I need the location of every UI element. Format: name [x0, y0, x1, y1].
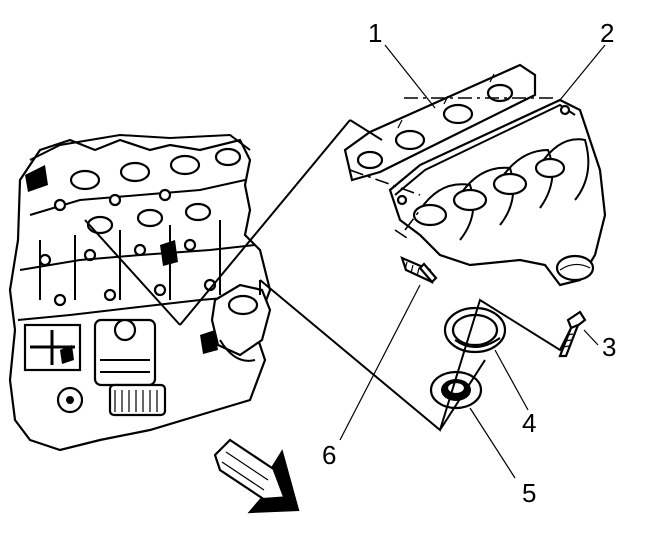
bolt-6 — [400, 256, 438, 284]
manifold-gasket — [343, 63, 537, 182]
head-ports — [69, 147, 242, 235]
outlet-seal-5 — [429, 370, 483, 410]
assembly-leader-lines — [84, 119, 571, 432]
callout-2: 2 — [600, 18, 614, 48]
callout-4: 4 — [522, 408, 536, 438]
manifold-body — [349, 97, 607, 287]
callout-6: 6 — [322, 440, 336, 470]
engine-block — [8, 133, 272, 452]
outlet-gasket-4 — [443, 306, 507, 354]
callout-5: 5 — [522, 478, 536, 508]
callout-labels: 1 2 3 4 5 6 — [322, 18, 616, 508]
callout-3: 3 — [602, 332, 616, 362]
front-direction-arrow-icon — [213, 438, 300, 514]
callout-leaders — [339, 44, 606, 479]
callout-1: 1 — [368, 18, 382, 48]
bolt-3 — [558, 310, 587, 358]
exhaust-manifold — [343, 63, 607, 287]
